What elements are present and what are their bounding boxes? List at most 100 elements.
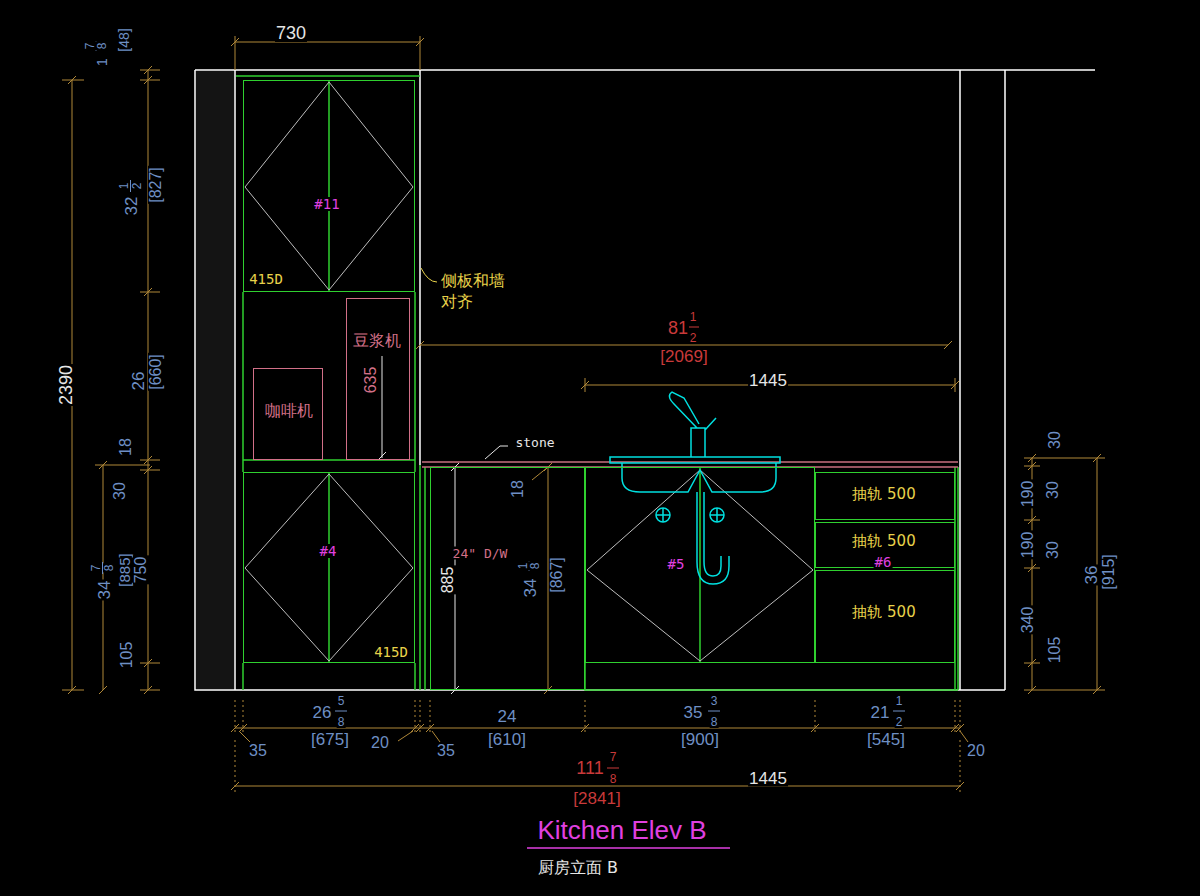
dimension-mm: [675]	[310, 731, 350, 748]
cabinet-lines	[236, 76, 958, 690]
dimension: 30	[112, 481, 128, 501]
dimension: 885	[440, 566, 456, 595]
fraction-digit: 7	[84, 42, 96, 51]
dimension: 730	[275, 24, 307, 42]
tall-cabinet-lines	[236, 76, 420, 690]
white-dimensions	[378, 356, 508, 694]
fraction-digit: 1	[895, 695, 904, 707]
dimension-mm: [915]	[1101, 553, 1117, 591]
fraction-digit: 7	[90, 564, 102, 573]
sink-cabinet: #5	[585, 467, 815, 663]
fraction-digit: 1	[689, 311, 698, 323]
dimension: 105	[119, 641, 135, 670]
dimension: 26	[130, 371, 147, 392]
cabinet-number: #5	[666, 557, 687, 571]
dimension-line	[231, 36, 424, 70]
dimension: 18	[118, 437, 134, 457]
fraction-digit: 8	[103, 564, 115, 573]
cabinet-number: #4	[318, 544, 339, 558]
faucet	[669, 392, 716, 457]
dimension: 18	[510, 479, 526, 499]
dimension: 190	[1020, 480, 1036, 509]
dimension-mm: [827]	[148, 166, 164, 204]
dimension-line	[95, 461, 150, 694]
fraction-digit: 8	[529, 562, 541, 571]
dimension-mm: [2841]	[572, 790, 621, 807]
fraction-digit: 1	[118, 182, 130, 191]
dimension: 20	[966, 743, 986, 759]
dimension-mm: [900]	[680, 731, 720, 748]
drawing-caption: 厨房立面 B	[537, 860, 619, 876]
dimension: 30	[1045, 540, 1061, 560]
dimension: 635	[363, 366, 379, 395]
dimension: 24	[497, 708, 518, 725]
base-cabinet-lines	[425, 467, 958, 690]
dimension: 36	[1083, 565, 1100, 586]
dimension: 190	[1020, 531, 1036, 560]
dimension: 2390	[57, 364, 75, 406]
cabinet-number: #6	[874, 555, 893, 569]
dimension: 32	[123, 196, 140, 217]
fraction-bars	[96, 41, 905, 768]
dimension: 1445	[748, 372, 788, 389]
door-diamond	[587, 470, 813, 661]
leader-line	[485, 446, 508, 459]
title-underline	[527, 847, 730, 849]
dimension-mm: [610]	[487, 731, 527, 748]
dimension: 26	[312, 704, 333, 721]
dimension: 30	[1045, 480, 1061, 500]
cabinet-number: #11	[312, 197, 341, 211]
lower-cabinet: #4 415D	[243, 472, 415, 663]
fraction-bar	[96, 41, 905, 711]
appliance-name: 豆浆机	[351, 333, 403, 349]
fraction-digit: 3	[710, 695, 719, 707]
appliance-name: 24" D/W	[451, 547, 510, 560]
leader-line	[421, 268, 437, 282]
dimension: 1	[95, 57, 109, 67]
fraction-digit: 1	[517, 562, 529, 571]
cabinet-depth: 415D	[372, 645, 410, 659]
material-note: stone	[514, 436, 555, 449]
valve-cross	[656, 508, 724, 522]
dimension: 30	[1047, 430, 1063, 450]
drawer: 抽轨 500	[815, 472, 955, 520]
fraction-digit: 8	[337, 716, 346, 728]
drawer-note: 抽轨 500	[850, 534, 917, 549]
dimension: 81	[667, 319, 689, 337]
door-swing	[245, 82, 813, 661]
dimension: 21	[870, 704, 891, 721]
drawer-note: 抽轨 500	[850, 605, 917, 620]
fraction-digit: 7	[609, 751, 618, 763]
upper-cabinet: #11 415D	[243, 80, 415, 292]
dimension: 35	[436, 743, 456, 759]
dimension: 34	[96, 580, 113, 601]
fraction-digit: 8	[96, 42, 108, 51]
dimension-line	[378, 356, 386, 460]
fraction-digit: 5	[337, 695, 346, 707]
dimension: 35	[683, 704, 704, 721]
coffee-machine: 咖啡机	[253, 368, 323, 460]
drawer: 抽轨 500	[815, 570, 955, 663]
door-diamond	[245, 82, 413, 290]
dimension-mm: [48]	[117, 27, 131, 52]
fraction-digit: 8	[710, 716, 719, 728]
dimension: 105	[1047, 636, 1063, 665]
drawing-title: Kitchen Elev B	[536, 817, 707, 843]
dimension-mm: [545]	[866, 731, 906, 748]
sink-rim	[610, 457, 780, 463]
dimension: 111	[575, 759, 604, 777]
dimension: 340	[1020, 606, 1036, 635]
fraction-digit: 2	[895, 716, 904, 728]
door-diamond	[245, 474, 413, 661]
fraction-digit: 8	[609, 773, 618, 785]
wall-lines	[195, 70, 1095, 690]
dimension-mm: [660]	[148, 353, 164, 391]
dimension: 35	[248, 743, 268, 759]
drain-trap	[697, 492, 729, 584]
cabinet-depth: 415D	[247, 272, 285, 286]
dimension-mm: [885]	[117, 552, 132, 587]
dimension: 1445	[748, 770, 788, 787]
wall-fill	[196, 71, 234, 689]
sink-faucet	[610, 392, 780, 584]
